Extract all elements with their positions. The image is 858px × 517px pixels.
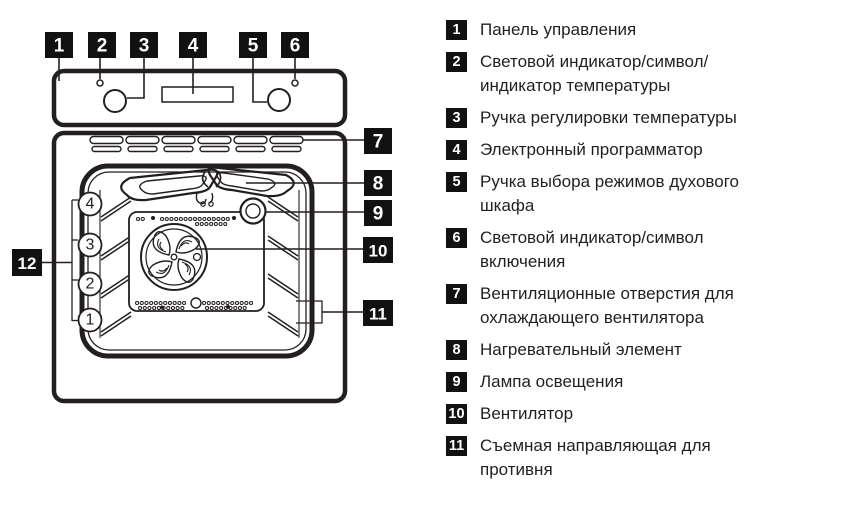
callout-label-11: 11	[369, 305, 387, 324]
callout-label-10: 10	[369, 242, 388, 261]
legend-item-6: 6 Световой индикатор/символ включения	[446, 226, 780, 274]
back-panel-perforations	[135, 216, 256, 310]
legend-item-text: Световой индикатор/символ/индикатор темп…	[480, 52, 709, 95]
legend-item-1: 1 Панель управления	[446, 18, 780, 42]
callout-label-2: 2	[97, 36, 108, 57]
legend-item-11: 11 Съемная направляющая для противня	[446, 434, 780, 482]
callout-label-5: 5	[248, 36, 259, 57]
legend-item-text: Лампа освещения	[480, 372, 624, 391]
callout-label-6: 6	[290, 36, 301, 57]
callout-square-9	[364, 200, 392, 226]
legend-number-badge: 7	[446, 284, 467, 304]
shelf-level-4: 4	[86, 196, 95, 213]
oven-parts-diagram: 4 3 2 1	[12, 32, 393, 404]
legend-number-badge: 8	[446, 340, 467, 360]
callout-label-12: 12	[18, 254, 37, 273]
callout-label-4: 4	[188, 36, 199, 57]
heating-element-icon	[120, 166, 295, 207]
shelf-level-1: 1	[86, 312, 95, 329]
callout-square-6	[281, 32, 309, 58]
legend-number-badge: 11	[446, 436, 467, 456]
legend-item-text: Вентиляционные отверстия для охлаждающег…	[480, 284, 734, 327]
callout-square-5	[239, 32, 267, 58]
callout-square-10	[363, 237, 393, 263]
callout-label-7: 7	[373, 132, 384, 153]
electronic-programmer-display	[161, 86, 234, 103]
callout-square-12	[12, 249, 42, 276]
callout-square-3	[130, 32, 158, 58]
callout-lines	[42, 58, 364, 324]
callout-square-8	[364, 170, 392, 196]
callout-label-9: 9	[373, 204, 384, 225]
callout-label-1: 1	[54, 36, 65, 57]
legend-item-3: 3 Ручка регулировки температуры	[446, 106, 780, 130]
fan-icon	[140, 223, 208, 291]
legend-number-badge: 4	[446, 140, 467, 160]
legend-number-badge: 6	[446, 228, 467, 248]
shelf-level-3: 3	[86, 237, 95, 254]
callout-square-11	[363, 300, 393, 326]
legend-item-text: Нагревательный элемент	[480, 340, 682, 359]
legend: 1 Панель управления 2 Световой индикатор…	[446, 18, 780, 482]
shelf-level-2: 2	[86, 276, 95, 293]
callout-label-3: 3	[139, 36, 150, 57]
legend-item-8: 8 Нагревательный элемент	[446, 338, 780, 362]
legend-item-4: 4 Электронный программатор	[446, 138, 780, 162]
cavity-back-panel	[128, 211, 265, 312]
legend-item-5: 5 Ручка выбора режимов духового шкафа	[446, 170, 780, 218]
power-indicator-light	[291, 79, 299, 87]
cooling-vents	[89, 135, 304, 153]
temperature-indicator-light	[96, 79, 104, 87]
legend-item-9: 9 Лампа освещения	[446, 370, 780, 394]
shelf-level-markers: 4 3 2 1	[77, 191, 103, 333]
legend-item-text: Ручка выбора режимов духового шкафа	[480, 172, 740, 215]
callout-squares: 1 2 3 4 5 6 7 8 9 10 11 12	[12, 32, 393, 326]
legend-item-text: Панель управления	[480, 20, 637, 39]
callout-label-8: 8	[373, 174, 384, 195]
callout-square-7	[364, 128, 392, 154]
temperature-knob	[103, 89, 127, 113]
oven-lamp-icon	[239, 197, 267, 225]
legend-item-7: 7 Вентиляционные отверстия для охлаждающ…	[446, 282, 780, 330]
callout-square-1	[45, 32, 73, 58]
legend-item-text: Световой индикатор/символ включения	[480, 228, 704, 271]
legend-item-text: Электронный программатор	[480, 140, 703, 159]
legend-item-text: Ручка регулировки температуры	[480, 108, 737, 127]
legend-number-badge: 2	[446, 52, 467, 72]
legend-number-badge: 10	[446, 404, 467, 424]
shelf-rails-left	[99, 190, 132, 338]
oven-mode-knob	[267, 88, 291, 112]
shelf-rails-right	[267, 190, 300, 338]
legend-number-badge: 1	[446, 20, 467, 40]
legend-number-badge: 3	[446, 108, 467, 128]
control-panel	[51, 68, 348, 128]
callout-square-2	[88, 32, 116, 58]
legend-item-text: Вентилятор	[480, 404, 574, 423]
legend-item-2: 2 Световой индикатор/символ/индикатор те…	[446, 50, 780, 98]
legend-number-badge: 5	[446, 172, 467, 192]
legend-item-text: Съемная направляющая для противня	[480, 436, 711, 479]
legend-number-badge: 9	[446, 372, 467, 392]
legend-item-10: 10 Вентилятор	[446, 402, 780, 426]
callout-square-4	[179, 32, 207, 58]
